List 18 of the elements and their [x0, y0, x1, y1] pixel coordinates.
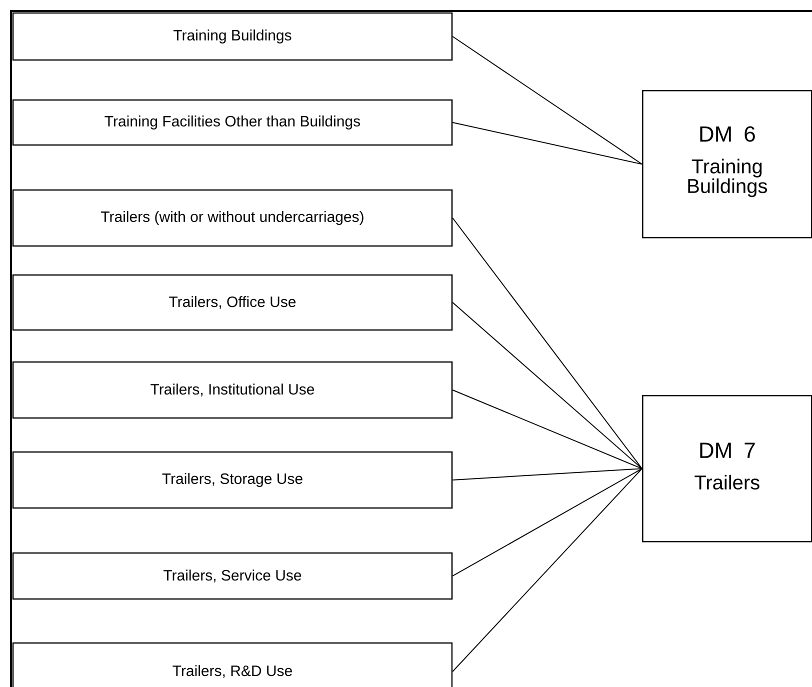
connector-line — [452, 468, 642, 672]
connector-line — [452, 122, 642, 165]
connector-line — [452, 390, 642, 470]
connector-line — [452, 468, 642, 480]
item-box: Training Buildings — [12, 12, 453, 61]
item-box: Trailers (with or without undercarriages) — [12, 189, 453, 247]
item-box: Trailers, Storage Use — [12, 451, 453, 509]
item-box: Trailers, Institutional Use — [12, 361, 453, 419]
category-box: DM 7 Trailers — [642, 395, 812, 542]
connector-line — [452, 218, 642, 470]
item-box: Trailers, R&D Use — [12, 642, 453, 687]
item-box: Training Facilities Other than Buildings — [12, 99, 453, 146]
item-box: Trailers, Service Use — [12, 552, 453, 600]
category-box: DM 6 Training Buildings — [642, 90, 812, 238]
connector-line — [452, 302, 642, 470]
connector-line — [452, 468, 642, 576]
item-box: Trailers, Office Use — [12, 274, 453, 331]
connector-line — [452, 36, 642, 165]
